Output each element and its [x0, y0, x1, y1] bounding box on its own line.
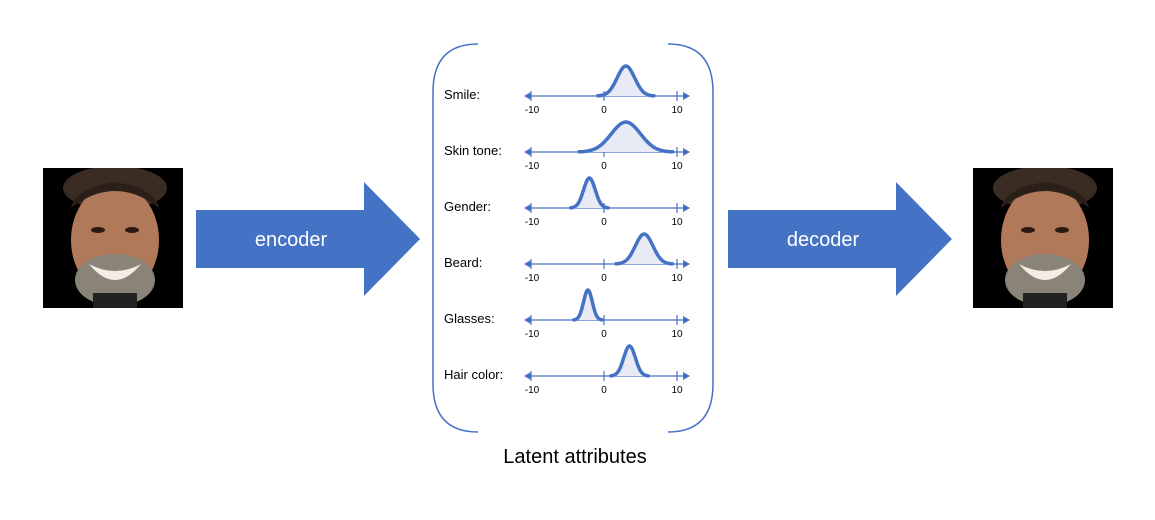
attribute-row [524, 344, 690, 381]
latent-attributes-caption: Latent attributes [503, 446, 647, 468]
tick-label: -10 [524, 273, 540, 284]
attribute-label: Skin tone: [444, 143, 502, 158]
tick-label: -10 [524, 385, 540, 396]
tick-label: 0 [601, 105, 607, 116]
decoder-arrow [728, 182, 952, 296]
left-bracket [432, 43, 479, 433]
attribute-label: Glasses: [444, 311, 495, 326]
tick-label: -10 [524, 105, 540, 116]
attribute-row [524, 232, 690, 269]
distribution-curve [572, 288, 604, 322]
distribution-curve [568, 176, 610, 210]
axis-left-arrow-icon [524, 148, 531, 156]
tick-label: 10 [671, 329, 683, 340]
axis-right-arrow-icon [683, 260, 690, 268]
tick-label: 10 [671, 273, 683, 284]
attribute-label: Beard: [444, 255, 483, 270]
tick-label: 10 [671, 385, 683, 396]
axis-left-arrow-icon [524, 372, 531, 380]
encoder-arrow [196, 182, 420, 296]
axis-left-arrow-icon [524, 92, 531, 100]
axis-left-arrow-icon [524, 204, 531, 212]
output-face-image [973, 168, 1113, 308]
axis-right-arrow-icon [683, 372, 690, 380]
distribution-curve [609, 344, 650, 378]
tick-label: 10 [671, 217, 683, 228]
distribution-curve [577, 120, 675, 154]
tick-label: -10 [524, 329, 540, 340]
attribute-row [524, 288, 690, 325]
tick-label: -10 [524, 161, 540, 172]
axis-left-arrow-icon [524, 316, 531, 324]
axis-right-arrow-icon [683, 92, 690, 100]
right-bracket [667, 43, 714, 433]
attribute-row [524, 176, 690, 213]
decoder-label: decoder [786, 229, 860, 251]
encoder-label: encoder [254, 229, 328, 251]
tick-label: 10 [671, 105, 683, 116]
attribute-label: Hair color: [444, 367, 504, 382]
tick-label: 0 [601, 273, 607, 284]
axis-left-arrow-icon [524, 260, 531, 268]
axis-right-arrow-icon [683, 316, 690, 324]
tick-label: 10 [671, 161, 683, 172]
tick-label: 0 [601, 161, 607, 172]
tick-label: 0 [601, 329, 607, 340]
distribution-fill [579, 122, 673, 152]
tick-label: -10 [524, 217, 540, 228]
tick-label: 0 [601, 385, 607, 396]
input-face-image [43, 168, 183, 308]
tick-label: 0 [601, 217, 607, 228]
distribution-curve [596, 64, 656, 98]
attribute-label: Gender: [444, 199, 491, 214]
axis-right-arrow-icon [683, 148, 690, 156]
distribution-curve [614, 232, 674, 266]
axis-right-arrow-icon [683, 204, 690, 212]
attribute-row [524, 120, 690, 157]
attribute-label: Smile: [444, 87, 481, 102]
attribute-row [524, 64, 690, 101]
